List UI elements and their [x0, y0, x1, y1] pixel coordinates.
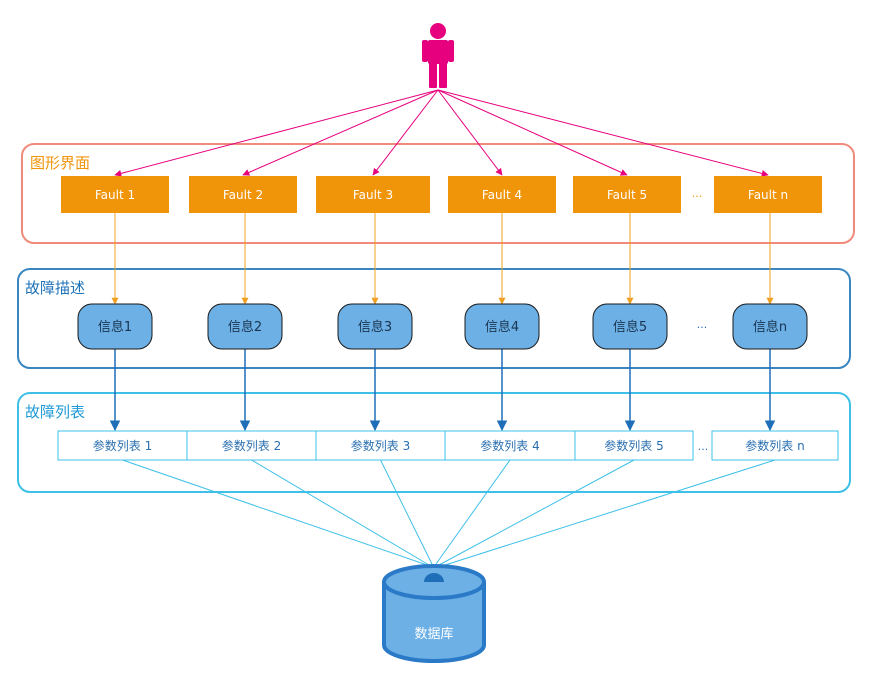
layer-list-title: 故障列表	[25, 403, 85, 421]
fault-label-3: Fault 3	[353, 188, 393, 202]
fault-box-3	[316, 176, 430, 213]
param-db-links	[122, 459, 776, 567]
layer-gui-box	[21, 143, 855, 244]
fault-box-4	[448, 176, 556, 213]
fault-label-5: Fault 5	[607, 188, 647, 202]
param-box-2	[186, 430, 317, 461]
info-node-2	[207, 303, 283, 350]
fault-ellipsis: ...	[692, 187, 703, 200]
param-box-3	[315, 430, 446, 461]
user-icon	[422, 23, 454, 88]
user-to-fault-arrow-2	[242, 89, 439, 176]
info-node-5	[592, 303, 668, 350]
info-node-1	[77, 303, 153, 350]
param-box-1	[57, 430, 188, 461]
fault-boxes: Fault 1 Fault 2 Fault 3 Fault 4 Fault 5 Fault…	[61, 176, 822, 213]
database-label: 数据库	[414, 626, 453, 642]
param-label-4: 参数列表 4	[480, 438, 539, 453]
info-label-4: 信息4	[485, 319, 519, 335]
layer-gui-title: 图形界面	[30, 154, 90, 172]
fault-info-links	[111, 213, 774, 305]
fault-box-5	[573, 176, 681, 213]
param-to-db-line-6	[441, 459, 776, 567]
param-label-3: 参数列表 3	[351, 438, 410, 453]
fault-label-6: Fault n	[748, 188, 788, 202]
fault-label-4: Fault 4	[482, 188, 522, 202]
info-node-4	[464, 303, 540, 350]
info-nodes: 信息1 信息2 信息3 信息4 信息5 信息n	[77, 303, 808, 350]
info-param-links	[109, 349, 776, 432]
user-to-fault-arrow-4	[437, 89, 503, 176]
user-to-fault-arrow-5	[437, 89, 628, 176]
param-to-db-line-5	[438, 459, 635, 566]
layer-desc-box	[17, 268, 851, 369]
fault-label-1: Fault 1	[95, 188, 135, 202]
info-ellipsis: ...	[697, 318, 708, 331]
param-label-2: 参数列表 2	[222, 438, 281, 453]
layer-desc-title: 故障描述	[25, 279, 85, 297]
fault-box-6	[714, 176, 822, 213]
param-list-boxes: 参数列表 1 参数列表 2 参数列表 3 参数列表 4 参数列表 5 参数列表 n	[57, 430, 839, 461]
user-fault-links	[114, 89, 769, 177]
info-node-6	[732, 303, 808, 350]
param-box-5	[574, 430, 694, 461]
info-label-1: 信息1	[98, 319, 132, 335]
info-label-6: 信息n	[753, 319, 787, 335]
param-to-db-line-1	[122, 459, 428, 566]
fault-label-2: Fault 2	[223, 188, 263, 202]
param-ellipsis: ...	[698, 440, 709, 453]
info-node-3	[337, 303, 413, 350]
database-icon	[382, 564, 486, 663]
param-to-db-line-2	[251, 459, 430, 566]
layer-list-box	[17, 392, 851, 493]
param-label-5: 参数列表 5	[604, 438, 663, 453]
info-label-5: 信息5	[613, 319, 647, 335]
fault-box-1	[61, 176, 169, 213]
param-label-1: 参数列表 1	[93, 438, 152, 453]
fault-box-2	[189, 176, 297, 213]
user-to-fault-arrow-6	[437, 89, 769, 177]
info-label-3: 信息3	[358, 319, 392, 335]
user-to-fault-arrow-1	[114, 89, 439, 177]
param-to-db-line-4	[435, 459, 511, 565]
param-to-db-line-3	[380, 459, 433, 565]
param-box-4	[444, 430, 576, 461]
param-label-6: 参数列表 n	[745, 438, 804, 453]
info-label-2: 信息2	[228, 319, 262, 335]
param-box-6	[711, 430, 839, 461]
user-to-fault-arrow-3	[372, 89, 439, 176]
